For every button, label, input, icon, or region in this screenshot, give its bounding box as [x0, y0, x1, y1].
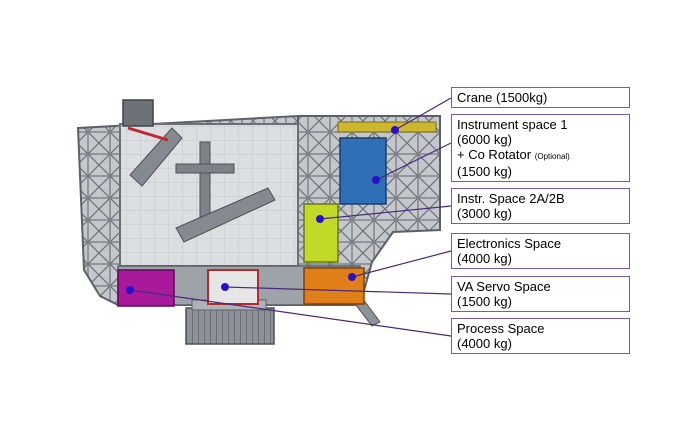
label-instr2-title: Instr. Space 2A/2B: [457, 191, 565, 206]
label-va-servo-space: VA Servo Space (1500 kg): [451, 276, 630, 312]
label-co-rotator-mass: (1500 kg): [457, 164, 512, 179]
label-process-space: Process Space (4000 kg): [451, 318, 630, 354]
label-co-rotator: + Co Rotator (Optional): [457, 147, 570, 162]
marker-instr-space-2: [316, 215, 324, 223]
leader-lines: [129, 97, 452, 337]
crane-rail: [337, 121, 437, 133]
label-instr2-mass: (3000 kg): [457, 206, 512, 221]
label-process-title: Process Space: [457, 321, 545, 336]
label-crane-line: Crane (1500kg): [457, 90, 548, 105]
label-vaservo-title: VA Servo Space: [457, 279, 551, 294]
electronics-space-area: [303, 267, 365, 305]
label-electronics-title: Electronics Space: [457, 236, 562, 251]
marker-process-space: [126, 286, 134, 294]
label-instr-space-2: Instr. Space 2A/2B (3000 kg): [451, 188, 630, 224]
instrument-space-1-area: [339, 137, 387, 205]
label-instrument-space-1: Instrument space 1 (6000 kg) + Co Rotato…: [451, 114, 630, 182]
label-crane: Crane (1500kg): [451, 87, 630, 108]
space-markers: [126, 126, 399, 294]
marker-va-servo-space: [221, 283, 229, 291]
label-electronics-mass: (4000 kg): [457, 251, 512, 266]
label-instrument-title: Instrument space 1: [457, 117, 568, 132]
label-vaservo-mass: (1500 kg): [457, 294, 512, 309]
label-instrument-mass: (6000 kg): [457, 132, 512, 147]
instr-space-2-area: [303, 203, 339, 263]
label-process-mass: (4000 kg): [457, 336, 512, 351]
marker-instrument-space-1: [372, 176, 380, 184]
label-electronics-space: Electronics Space (4000 kg): [451, 233, 630, 269]
label-optional-note: (Optional): [534, 152, 570, 161]
marker-crane: [391, 126, 399, 134]
process-space-area: [117, 269, 175, 307]
platform-structure: [76, 99, 441, 345]
marker-electronics-space: [348, 273, 356, 281]
